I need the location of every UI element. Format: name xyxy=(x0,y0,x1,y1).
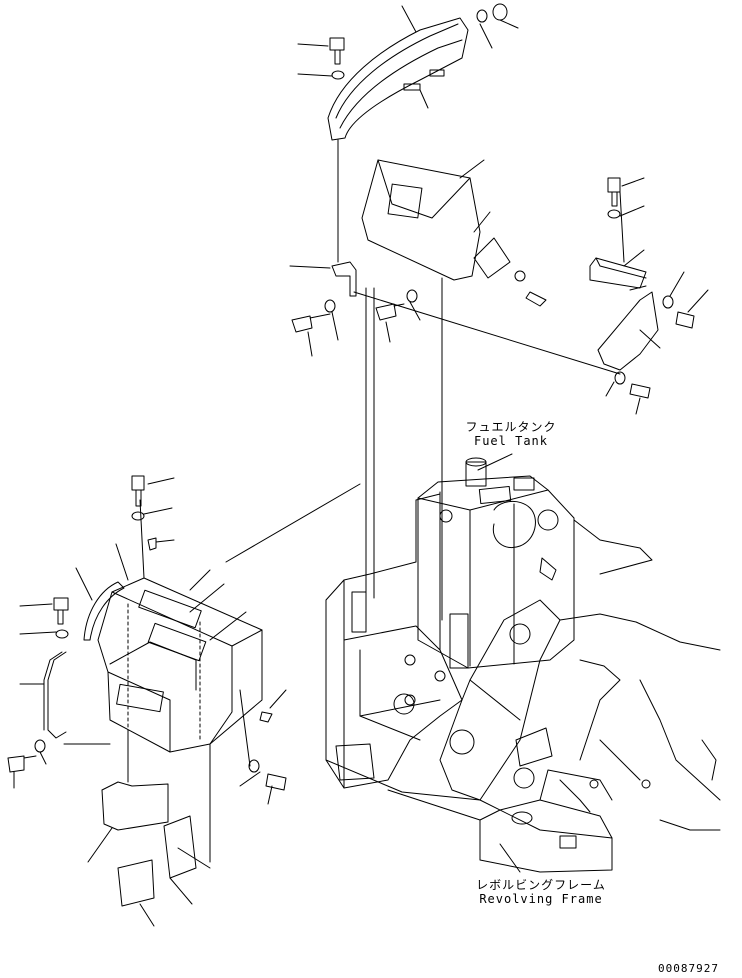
rubber-strip xyxy=(83,581,125,641)
washer xyxy=(248,759,260,773)
bolt xyxy=(265,773,287,791)
boom-bracket xyxy=(439,599,561,801)
bolt xyxy=(375,303,405,321)
right-cover-group xyxy=(353,177,709,415)
step-box xyxy=(97,577,263,753)
fuel-cap xyxy=(465,461,487,487)
plate xyxy=(473,237,511,279)
frame-box xyxy=(325,493,463,789)
washer xyxy=(55,629,69,639)
fuel-tank-label-jp: フュエルタンク xyxy=(465,420,557,434)
fuel-tank-label-en: Fuel Tank xyxy=(473,434,549,448)
washer xyxy=(607,209,621,219)
nut xyxy=(492,3,508,21)
washer xyxy=(406,289,418,303)
bolt xyxy=(607,177,621,207)
bolt xyxy=(675,311,695,329)
washer xyxy=(662,295,674,309)
machine-body xyxy=(325,457,721,873)
revolving-frame xyxy=(325,759,613,873)
washer xyxy=(331,70,345,80)
side-cover xyxy=(597,291,659,371)
bolt xyxy=(291,313,331,333)
bracket xyxy=(331,261,357,297)
washer xyxy=(614,371,626,385)
curved-cover xyxy=(327,17,469,141)
bolt xyxy=(131,475,145,507)
left-step-assembly xyxy=(7,475,361,927)
slanted-cover xyxy=(361,159,481,281)
bolt xyxy=(329,37,345,65)
anti-slip-plate xyxy=(116,683,164,713)
middle-slanted-cover-group xyxy=(289,159,547,357)
clip xyxy=(259,711,273,723)
washer xyxy=(476,9,488,23)
drawing-number: 00087927 xyxy=(658,962,719,975)
anti-slip-plate xyxy=(147,622,207,662)
revolving-frame-label-jp: レボルビングフレーム xyxy=(476,878,606,892)
bolt xyxy=(53,597,69,625)
bolt xyxy=(629,383,651,399)
washer xyxy=(34,739,46,753)
revolving-frame-label-en: Revolving Frame xyxy=(479,892,603,906)
bolt xyxy=(7,755,37,773)
top-curved-cover-group xyxy=(297,3,519,263)
washer xyxy=(324,299,336,313)
floor-mat xyxy=(101,781,169,831)
floor-mat xyxy=(117,859,155,907)
floor-mat xyxy=(163,815,197,879)
step-plate xyxy=(589,257,647,289)
handrail xyxy=(47,651,67,739)
anti-slip-plate xyxy=(138,589,202,629)
clip xyxy=(147,537,157,551)
fuel-tank xyxy=(417,475,575,669)
washer xyxy=(131,511,145,521)
